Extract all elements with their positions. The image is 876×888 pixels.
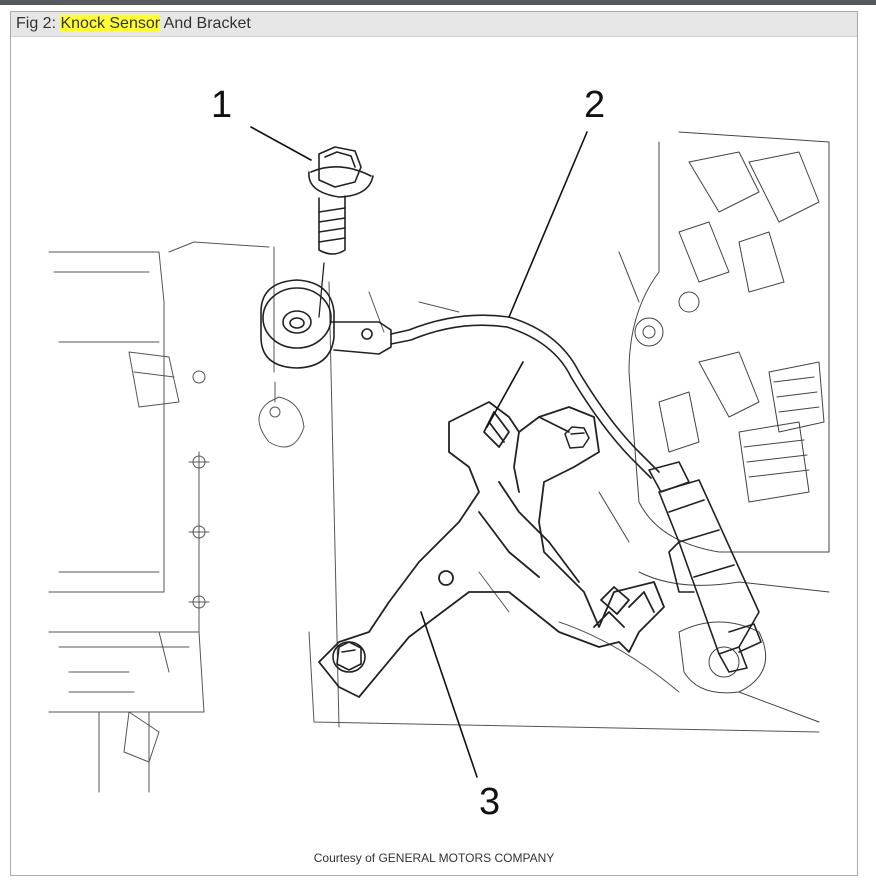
callout-leaders [250,126,588,778]
bolt [308,146,374,318]
figure-credit: Courtesy of GENERAL MOTORS COMPANY [313,851,555,865]
engine-components-right [598,131,830,723]
figure-frame: Fig 2: Knock Sensor And Bracket [10,11,858,876]
caption-suffix: And Bracket [163,15,251,32]
callout-3: 3 [479,781,500,823]
caption-highlight: Knock Sensor [60,15,161,32]
sensor-harness-wire [506,316,660,479]
callout-1: 1 [211,84,232,126]
caption-prefix: Fig 2: [16,15,57,32]
knock-sensor [260,279,510,369]
harness-connector [648,461,762,673]
knock-sensor-diagram: 1 2 3 [48,84,830,823]
callout-2: 2 [584,84,605,126]
figure-caption: Fig 2: Knock Sensor And Bracket [11,12,857,37]
top-window-bar [0,0,876,5]
sensor-bracket [318,401,665,698]
engine-block-outline [48,241,820,793]
bracket-bolt-lower [332,641,366,673]
bracket-bolt-upper [564,426,590,449]
